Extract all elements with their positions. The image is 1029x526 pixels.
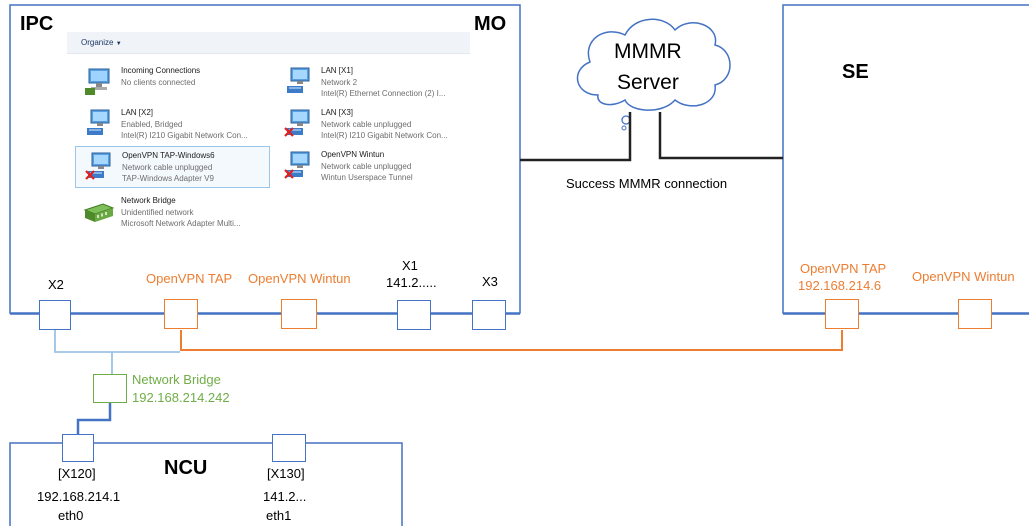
error-x-icon: [85, 170, 95, 180]
network-adapter-icon: [284, 109, 310, 137]
network-adapter-icon: [284, 151, 310, 179]
network-bridge-label: Network Bridge: [132, 372, 221, 387]
server-title-line2: Server: [617, 71, 679, 94]
network-connections-window: Organize ▼ Incoming Connections No clien…: [67, 32, 470, 248]
ncu-title: NCU: [164, 457, 208, 479]
adapter-name: LAN [X1]: [321, 66, 354, 75]
port-x1[interactable]: [397, 300, 431, 330]
se-port-openvpn-tap[interactable]: [825, 299, 859, 329]
mmmr-link-se: [658, 112, 783, 160]
adapter-status: Network 2: [321, 78, 358, 87]
organize-label: Organize: [81, 38, 114, 47]
mmmr-server-cloud: [576, 18, 731, 111]
adapter-status: Network cable unplugged: [122, 163, 213, 172]
adapter-incoming-connections[interactable]: Incoming Connections No clients connecte…: [75, 62, 270, 104]
port-openvpn-tap-label: OpenVPN TAP: [146, 271, 233, 286]
port-x3[interactable]: [472, 300, 506, 330]
server-title-line1: MMMR: [614, 40, 682, 63]
port-x2-label: X2: [48, 277, 64, 292]
ncu-x120-interface: eth0: [58, 508, 84, 523]
ncu-x130-interface: eth1: [266, 508, 292, 523]
adapter-openvpn-wintun[interactable]: OpenVPN Wintun Network cable unplugged W…: [275, 146, 470, 188]
adapter-name: Incoming Connections: [121, 66, 201, 75]
chevron-down-icon: ▼: [115, 41, 122, 47]
ncu-x120-label: [X120]: [58, 466, 96, 481]
mo-title: MO: [474, 13, 507, 35]
adapter-status: No clients connected: [121, 78, 196, 87]
port-x3-label: X3: [482, 274, 498, 289]
ncu-x120-ip: 192.168.214.1: [37, 489, 121, 504]
cloud-tail-dot: [621, 125, 627, 131]
ncu-x130-ip: 141.2...: [263, 489, 307, 504]
network-bridge-node[interactable]: [93, 374, 127, 403]
network-adapter-icon: [87, 109, 110, 135]
se-port-openvpn-tap-label: OpenVPN TAP: [800, 261, 887, 276]
adapter-name: Network Bridge: [121, 196, 176, 205]
bridge-ncu-wire: [76, 403, 112, 434]
ncu-port-x120[interactable]: [62, 434, 94, 462]
window-toolbar: Organize ▼: [67, 32, 470, 54]
adapter-device: Microsoft Network Adapter Multi...: [121, 219, 241, 228]
ncu-box: [9, 442, 403, 526]
adapter-device: Wintun Userspace Tunnel: [321, 173, 413, 182]
network-bridge-ip: 192.168.214.242: [132, 390, 230, 405]
adapter-name: LAN [X2]: [121, 108, 154, 117]
se-title: SE: [842, 61, 869, 83]
adapter-status: Unidentified network: [121, 208, 194, 217]
adapter-network-bridge[interactable]: Network Bridge Unidentified network Micr…: [75, 192, 270, 234]
adapter-lan-x3[interactable]: LAN [X3] Network cable unplugged Intel(R…: [275, 104, 470, 146]
adapter-lan-x1[interactable]: LAN [X1] Network 2 Intel(R) Ethernet Con…: [275, 62, 470, 104]
network-adapter-icon: [85, 152, 111, 180]
tap-vpn-link: [180, 330, 843, 351]
organize-menu[interactable]: Organize ▼: [81, 38, 122, 47]
port-openvpn-wintun-label: OpenVPN Wintun: [248, 271, 351, 286]
adapter-lan-x2[interactable]: LAN [X2] Enabled, Bridged Intel(R) I210 …: [75, 104, 270, 146]
error-x-icon: [284, 169, 294, 179]
adapter-device: Intel(R) I210 Gigabit Network Con...: [121, 131, 248, 140]
ncu-port-x130[interactable]: [272, 434, 306, 462]
port-x2[interactable]: [39, 300, 71, 330]
adapter-status: Network cable unplugged: [321, 162, 412, 171]
port-x1-label: X1: [402, 258, 418, 273]
adapter-openvpn-tap-windows6[interactable]: OpenVPN TAP-Windows6 Network cable unplu…: [75, 146, 270, 188]
network-adapter-icon: [287, 67, 310, 93]
adapter-device: Intel(R) Ethernet Connection (2) I...: [321, 89, 446, 98]
x2-bridge-wire: [54, 330, 180, 374]
adapter-device: TAP-Windows Adapter V9: [122, 174, 214, 183]
se-port-openvpn-wintun-label: OpenVPN Wintun: [912, 269, 1015, 284]
mmmr-link-ipc: [520, 112, 632, 162]
port-x1-ip: 141.2.....: [386, 275, 437, 290]
port-openvpn-tap[interactable]: [164, 299, 198, 329]
error-x-icon: [284, 127, 294, 137]
adapter-name: OpenVPN Wintun: [321, 150, 385, 159]
incoming-connections-icon: [85, 68, 110, 95]
se-port-openvpn-tap-ip: 192.168.214.6: [798, 278, 882, 293]
connection-label: Success MMMR connection: [566, 176, 728, 191]
adapter-name: LAN [X3]: [321, 108, 354, 117]
se-port-openvpn-wintun[interactable]: [958, 299, 992, 329]
ipc-title: IPC: [20, 13, 54, 35]
adapter-status: Network cable unplugged: [321, 120, 412, 129]
network-bridge-icon: [83, 203, 115, 222]
ncu-x130-label: [X130]: [267, 466, 305, 481]
adapter-name: OpenVPN TAP-Windows6: [122, 151, 215, 160]
adapter-device: Intel(R) I210 Gigabit Network Con...: [321, 131, 448, 140]
port-openvpn-wintun[interactable]: [281, 299, 317, 329]
adapter-status: Enabled, Bridged: [121, 120, 183, 129]
